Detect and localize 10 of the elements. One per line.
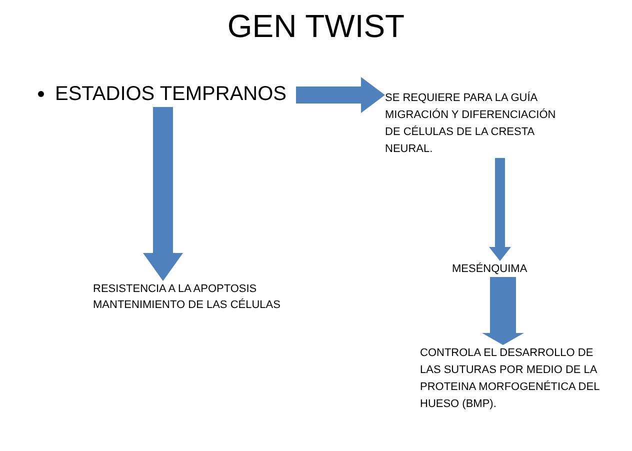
block-arrow <box>143 107 183 281</box>
node-text: MESÉNQUIMA <box>452 261 532 277</box>
node-text: SE REQUIERE PARA LA GUÍA MIGRACIÓN Y DIFERENCIACIÓN DE CÉLULAS DE LA CRESTA NEURAL. <box>385 90 563 158</box>
node-text: RESISTENCIA A LA APOPTOSIS MANTENIMIENTO DE LAS CÉLULAS <box>93 281 308 313</box>
block-arrow <box>482 277 524 345</box>
block-arrow <box>489 158 511 261</box>
title: GEN TWIST <box>226 8 406 45</box>
node-text: ESTADIOS TEMPRANOS <box>55 82 287 107</box>
block-arrow <box>296 77 385 113</box>
node-text: CONTROLA EL DESARROLLO DE LAS SUTURAS POR MEDIO DE LA PROTEINA MORFOGENÉTICA DEL HUESO (BMP). <box>420 345 600 413</box>
